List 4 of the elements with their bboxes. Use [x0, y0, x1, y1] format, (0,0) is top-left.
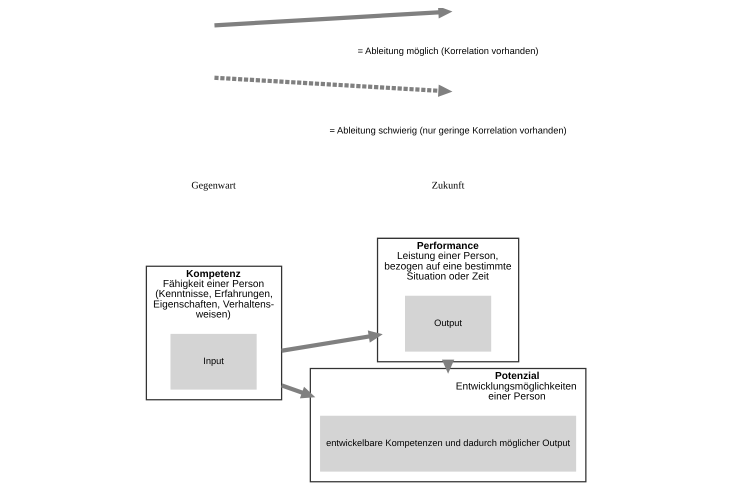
label: Zukunft [432, 180, 464, 192]
label: Gegenwart [191, 180, 236, 192]
legend-label: = Ableitung schwierig (nur geringe Korrelation vorhanden) [330, 125, 567, 136]
legend-label: = Ableitung möglich (Korrelation vorhanden) [358, 46, 539, 56]
